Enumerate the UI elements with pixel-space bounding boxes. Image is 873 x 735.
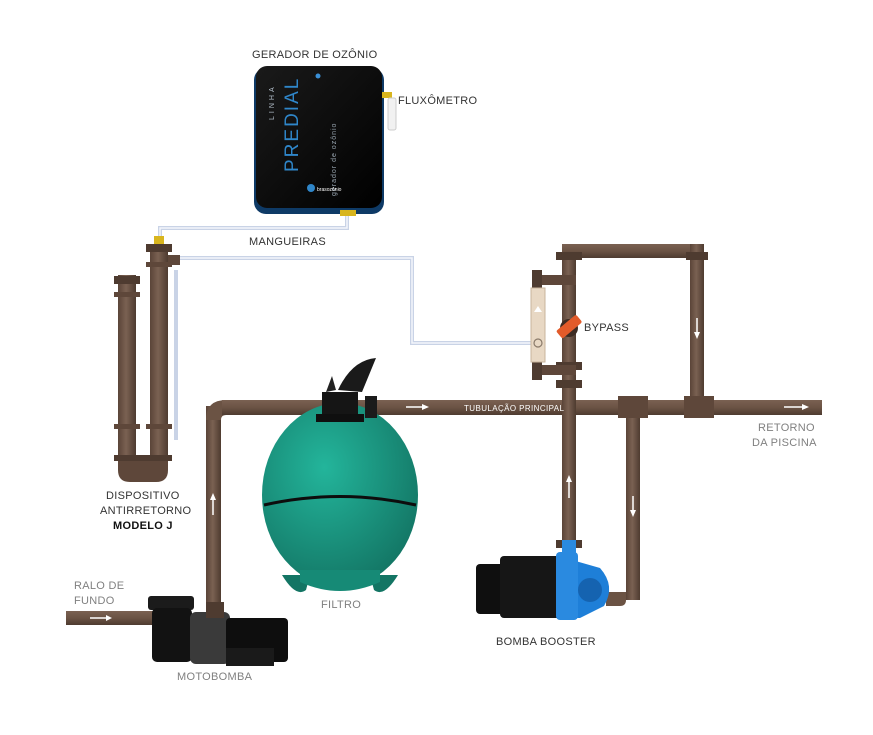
return-label-line1: RETORNO (758, 422, 815, 434)
pump-label: MOTOBOMBA (177, 671, 253, 683)
hose-device-to-bypass (176, 256, 540, 345)
generator-subtitle: gerador de ozônio (331, 123, 338, 196)
hoses-label: MANGUEIRAS (249, 236, 326, 248)
ozone-generator: LINHA PREDIAL gerador de ozônio brasozôn… (254, 66, 397, 216)
arrow-up-icon (566, 475, 572, 498)
main-piping (66, 244, 822, 625)
flowmeter-label: FLUXÔMETRO (398, 94, 478, 107)
arrow-down-icon (694, 318, 700, 339)
ozone-logo-icon (307, 184, 315, 192)
booster-pump (476, 540, 610, 620)
device-label-line2: ANTIRRETORNO (100, 505, 192, 517)
arrow-up-icon (534, 306, 542, 312)
labels: GERADOR DE OZÔNIO FLUXÔMETRO MANGUEIRAS … (74, 48, 817, 683)
motor-pump (148, 596, 288, 666)
drain-label-line1: RALO DE (74, 580, 124, 592)
return-label-line2: DA PISCINA (752, 437, 817, 449)
flowmeter-tube (387, 97, 397, 131)
drain-label-line2: FUNDO (74, 595, 115, 607)
ozone-generator-label: GERADOR DE OZÔNIO (252, 48, 378, 61)
bypass-label: BYPASS (584, 322, 629, 334)
device-label-line1: DISPOSITIVO (106, 490, 180, 502)
anti-return-device (114, 236, 180, 482)
booster-label: BOMBA BOOSTER (496, 636, 596, 648)
arrow-up-icon (210, 493, 216, 515)
arrow-right-icon (90, 615, 112, 621)
bypass-assembly (530, 270, 582, 380)
filter (262, 358, 418, 593)
filter-label: FILTRO (321, 599, 361, 611)
arrow-right-icon (784, 404, 809, 410)
device-model-label: MODELO J (113, 520, 173, 532)
valve-handle-icon (556, 315, 582, 338)
generator-line-label: LINHA (269, 84, 276, 120)
arrow-down-icon (630, 496, 636, 517)
generator-brand-label: PREDIAL (282, 77, 303, 172)
main-pipe-label: TUBULAÇÃO PRINCIPAL (464, 404, 565, 413)
arrow-right-icon (406, 404, 429, 410)
venturi-tube (530, 287, 546, 363)
generator-logo-text: brasozônio (317, 187, 342, 193)
flow-arrows (90, 318, 809, 621)
filter-valve-handle-icon (338, 358, 376, 392)
